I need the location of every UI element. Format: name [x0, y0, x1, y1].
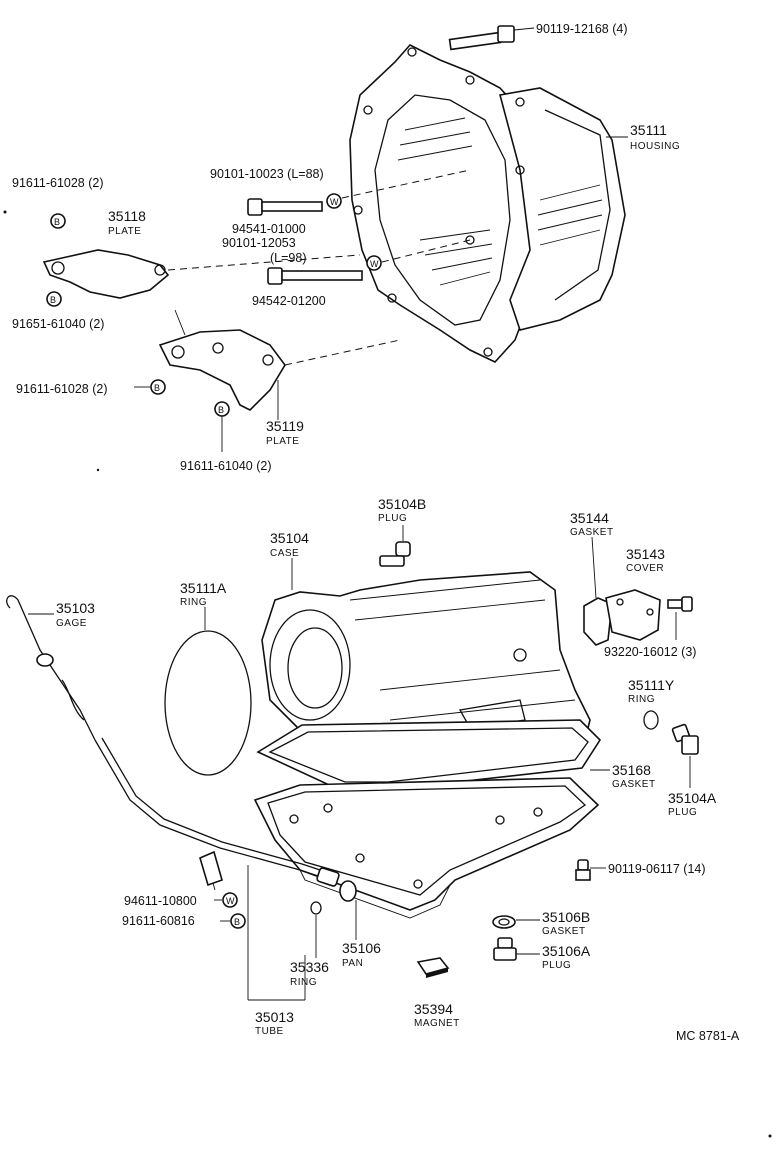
plate-35119-name: PLATE — [266, 436, 299, 447]
bolt-l98-drawing: W — [267, 239, 471, 285]
bolt-06117-number: 90119-06117 (14) — [608, 862, 706, 876]
gasket-35144-drawing — [583, 597, 613, 646]
bolt-06117-drawing — [575, 859, 606, 881]
tube-drawing — [94, 737, 357, 1001]
bolt-93220-number: 93220-16012 (3) — [604, 645, 696, 659]
housing-drawing — [349, 44, 626, 363]
ring-35111y-name: RING — [628, 694, 655, 705]
tube-number: 35013 — [255, 1009, 294, 1025]
svg-text:B: B — [54, 217, 60, 227]
cover-35143-drawing — [605, 589, 661, 641]
housing-name: HOUSING — [630, 141, 680, 152]
washer-94542-icon — [366, 255, 382, 271]
bolt-l98-length: (L=98) — [270, 251, 306, 265]
bolt-61040-a-icon: B — [46, 291, 62, 307]
bolt-l88-drawing: W — [247, 169, 471, 216]
plug-35104b-name: PLUG — [378, 513, 407, 524]
bolt-l88-number: 90101-10023 (L=88) — [210, 167, 324, 181]
svg-text:W: W — [226, 896, 235, 906]
bolt-60816-number: 91611-60816 — [122, 914, 195, 928]
plate-35118-name: PLATE — [108, 226, 141, 237]
housing-number: 35111 — [630, 122, 667, 138]
ring-35336-drawing — [310, 901, 322, 915]
washer-10800-icon: W — [214, 892, 238, 908]
gage-drawing — [6, 595, 96, 741]
pan-drawing — [253, 777, 600, 919]
bolt-61040-a-number: 91651-61040 (2) — [12, 317, 104, 331]
bolt-top-number: 90119-12168 (4) — [536, 22, 628, 36]
gage-number: 35103 — [56, 600, 95, 616]
washer-10800-number: 94611-10800 — [124, 894, 197, 908]
gasket-35144-name: GASKET — [570, 527, 614, 538]
ring-35111a-name: RING — [180, 597, 207, 608]
cover-35143-number: 35143 — [626, 546, 665, 562]
plug-35104b-number: 35104B — [378, 496, 426, 512]
magnet-number: 35394 — [414, 1001, 453, 1017]
ring-35111a-drawing — [164, 630, 252, 776]
washer-94542-number: 94542-01200 — [252, 294, 326, 308]
svg-text:B: B — [50, 295, 56, 305]
svg-text:B: B — [218, 405, 224, 415]
plug-35104b-drawing — [379, 525, 411, 567]
washer-94541-number: 94541-01000 — [232, 222, 306, 236]
case-name: CASE — [270, 548, 299, 559]
magnet-drawing — [416, 957, 450, 978]
plate-35119-drawing — [158, 309, 401, 411]
cover-35143-name: COVER — [626, 563, 664, 574]
plug-35104a-drawing — [671, 723, 699, 788]
bolt-top-drawing — [448, 25, 535, 51]
plate-35118-drawing — [42, 249, 361, 299]
gasket-35168-name: GASKET — [612, 779, 656, 790]
bolt-61040-b-number: 91611-61040 (2) — [180, 459, 272, 473]
svg-text:B: B — [234, 917, 240, 927]
svg-text:B: B — [154, 383, 160, 393]
bolt-93220-drawing — [667, 596, 693, 640]
pan-number: 35106 — [342, 940, 381, 956]
washer-94541-icon — [326, 193, 342, 209]
bolt-60816-icon: B — [220, 913, 246, 929]
nut-61028-a-icon: B — [50, 213, 66, 229]
nut-61028-b-icon: B — [134, 379, 166, 395]
bolt-61040-b-icon: B — [214, 401, 230, 452]
nut-61028-a-number: 91611-61028 (2) — [12, 176, 104, 190]
plug-35104a-name: PLUG — [668, 807, 697, 818]
gasket-35106b-number: 35106B — [542, 909, 590, 925]
gasket-35168-number: 35168 — [612, 762, 651, 778]
gasket-35106b-name: GASKET — [542, 926, 586, 937]
ring-35111a-number: 35111A — [180, 580, 227, 596]
svg-text:W: W — [330, 197, 339, 207]
ring-35111y-number: 35111Y — [628, 677, 675, 693]
pan-name: PAN — [342, 958, 363, 969]
gage-name: GAGE — [56, 618, 87, 629]
plate-35118-number: 35118 — [108, 208, 146, 224]
magnet-name: MAGNET — [414, 1018, 460, 1029]
plate-35119-number: 35119 — [266, 418, 304, 434]
nut-61028-b-number: 91611-61028 (2) — [16, 382, 108, 396]
plug-35106a-drawing — [493, 937, 540, 961]
tube-name: TUBE — [255, 1026, 284, 1037]
case-number: 35104 — [270, 530, 309, 546]
bolt-l98-number: 90101-12053 — [222, 236, 296, 250]
plug-35106a-name: PLUG — [542, 960, 571, 971]
diagram-id: MC 8781-A — [676, 1029, 740, 1043]
plug-35104a-number: 35104A — [668, 790, 717, 806]
plug-35106a-number: 35106A — [542, 943, 591, 959]
svg-text:W: W — [370, 259, 379, 269]
ring-35336-name: RING — [290, 977, 317, 988]
gasket-35144-number: 35144 — [570, 510, 609, 526]
ring-35336-number: 35336 — [290, 959, 329, 975]
ring-35111y-drawing — [643, 710, 659, 730]
gasket-35106b-drawing — [492, 915, 540, 929]
